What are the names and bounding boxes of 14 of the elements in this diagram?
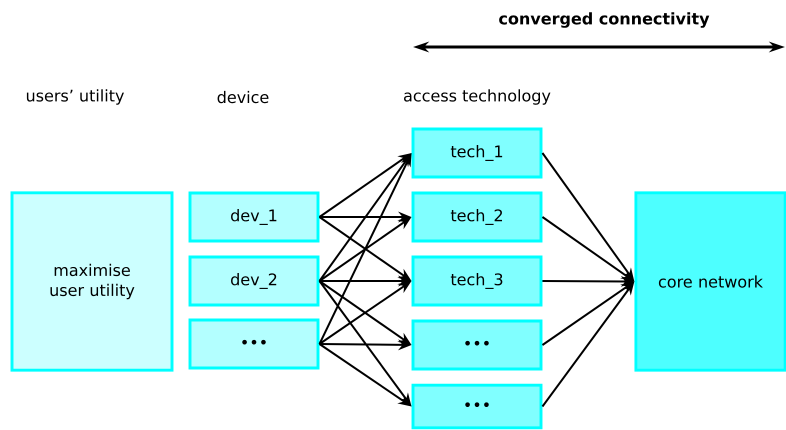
core-network-box: core network	[634, 191, 786, 372]
column-heading: device	[218, 90, 268, 104]
column-heading: users’ utility	[26, 89, 124, 105]
utility-box: maximise user utility	[10, 191, 174, 372]
technology-box: tech_3	[412, 256, 542, 306]
device-box: dev_2	[188, 256, 320, 306]
column-heading: access technology	[404, 89, 550, 105]
device-box: •••	[188, 318, 320, 370]
technology-box: tech_1	[412, 128, 542, 178]
technology-box: tech_2	[412, 192, 542, 242]
device-box: dev_1	[188, 192, 320, 242]
column-heading: converged connectivity	[499, 12, 710, 28]
technology-box: •••	[412, 320, 542, 370]
technology-box: •••	[412, 384, 542, 430]
